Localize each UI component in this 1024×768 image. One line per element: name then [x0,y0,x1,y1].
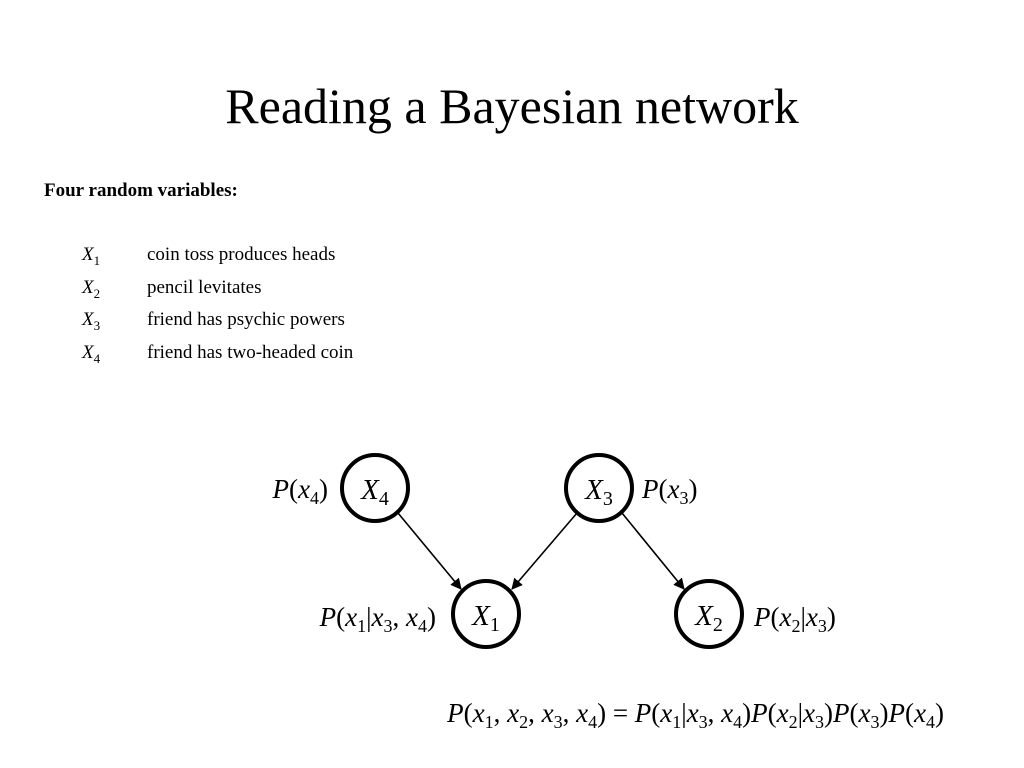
edge-x3-to-x1 [511,512,578,590]
slide-title: Reading a Bayesian network [225,78,799,134]
node-x4: X4 [340,453,410,523]
variable-index: 3 [93,317,101,333]
edge-x4-to-x1 [397,512,462,590]
node-x3-label: X3 [584,474,613,510]
variables-heading: Four random variables: [44,180,238,201]
variable-index: 4 [93,350,101,366]
edge-x3-to-x2 [621,512,685,590]
node-x2: X2 [674,579,744,649]
variable-description: coin toss produces heads [147,244,336,265]
variable-letter: X [82,341,94,363]
variable-letter: X [82,276,94,298]
prob-label-x4: P(x4) [272,474,328,508]
variable-description: friend has two-headed coin [147,341,354,363]
variable-index: 1 [93,252,101,268]
prob-label-x3: P(x3) [641,474,697,508]
variable-description: friend has psychic powers [147,309,345,330]
variable-symbol: X1 [82,244,100,269]
node-x1-label: X1 [471,600,500,636]
variable-symbol: X4 [82,342,100,367]
variable-description: pencil levitates [147,276,262,298]
joint-probability-formula: P(x1, x2, x3, x4) = P(x1|x3, x4)P(x2|x3)… [446,698,944,732]
variable-index: 2 [93,285,101,301]
variable-symbol: X2 [82,277,100,302]
variable-letter: X [82,244,94,265]
node-x3: X3 [564,453,634,523]
node-x2-label: X2 [694,600,723,636]
node-x1: X1 [451,579,521,649]
variable-symbol: X3 [82,309,100,334]
prob-label-x1: P(x1|x3, x4) [319,602,436,636]
prob-label-x2: P(x2|x3) [753,602,836,636]
variable-letter: X [82,309,94,330]
node-x4-label: X4 [360,474,389,510]
